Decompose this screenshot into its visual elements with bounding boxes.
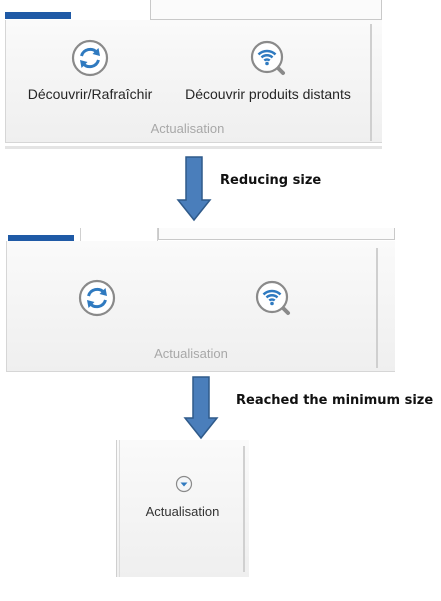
group-label: Actualisation — [150, 121, 225, 136]
group-separator — [376, 248, 378, 368]
group-label: Actualisation — [154, 346, 228, 361]
dropdown-arrow-icon — [175, 475, 193, 493]
discover-remote-products-label: Découvrir produits distants — [185, 86, 351, 102]
group-separator — [243, 446, 245, 572]
wifi-search-icon — [250, 40, 285, 75]
down-arrow-icon — [183, 376, 219, 440]
step-caption-reducing: Reducing size — [220, 173, 322, 188]
ribbon-group-actualisation — [6, 241, 395, 372]
ribbon-panel-full: Découvrir/Rafraîchir Découvrir produits … — [0, 0, 382, 150]
ribbon-panel-minimum: Actualisation — [116, 440, 249, 577]
discover-refresh-button[interactable]: Découvrir/Rafraîchir — [15, 32, 165, 114]
group-separator — [116, 440, 120, 577]
refresh-icon — [71, 39, 109, 77]
step-caption-minimum: Reached the minimum size — [236, 393, 434, 408]
active-tab-indicator — [5, 12, 71, 19]
discover-refresh-label: Découvrir/Rafraîchir — [27, 86, 153, 102]
wifi-search-icon[interactable] — [253, 278, 293, 318]
group-separator — [370, 24, 372, 141]
collapsed-group-button[interactable] — [166, 471, 202, 497]
ribbon-tab[interactable] — [150, 0, 382, 20]
down-arrow-icon — [176, 156, 212, 222]
ribbon-bottom-border — [5, 146, 382, 149]
ribbon-tab[interactable] — [158, 228, 395, 240]
ribbon-tab[interactable] — [80, 228, 158, 242]
refresh-icon[interactable] — [77, 278, 117, 318]
ribbon-panel-reduced: Actualisation — [0, 228, 395, 375]
ribbon-group-collapsed — [116, 440, 249, 577]
discover-remote-products-button[interactable]: Découvrir produits distants — [172, 32, 364, 114]
ribbon-group-actualisation — [5, 20, 382, 143]
collapsed-group-label[interactable]: Actualisation — [145, 504, 220, 519]
active-tab-indicator — [8, 235, 74, 242]
